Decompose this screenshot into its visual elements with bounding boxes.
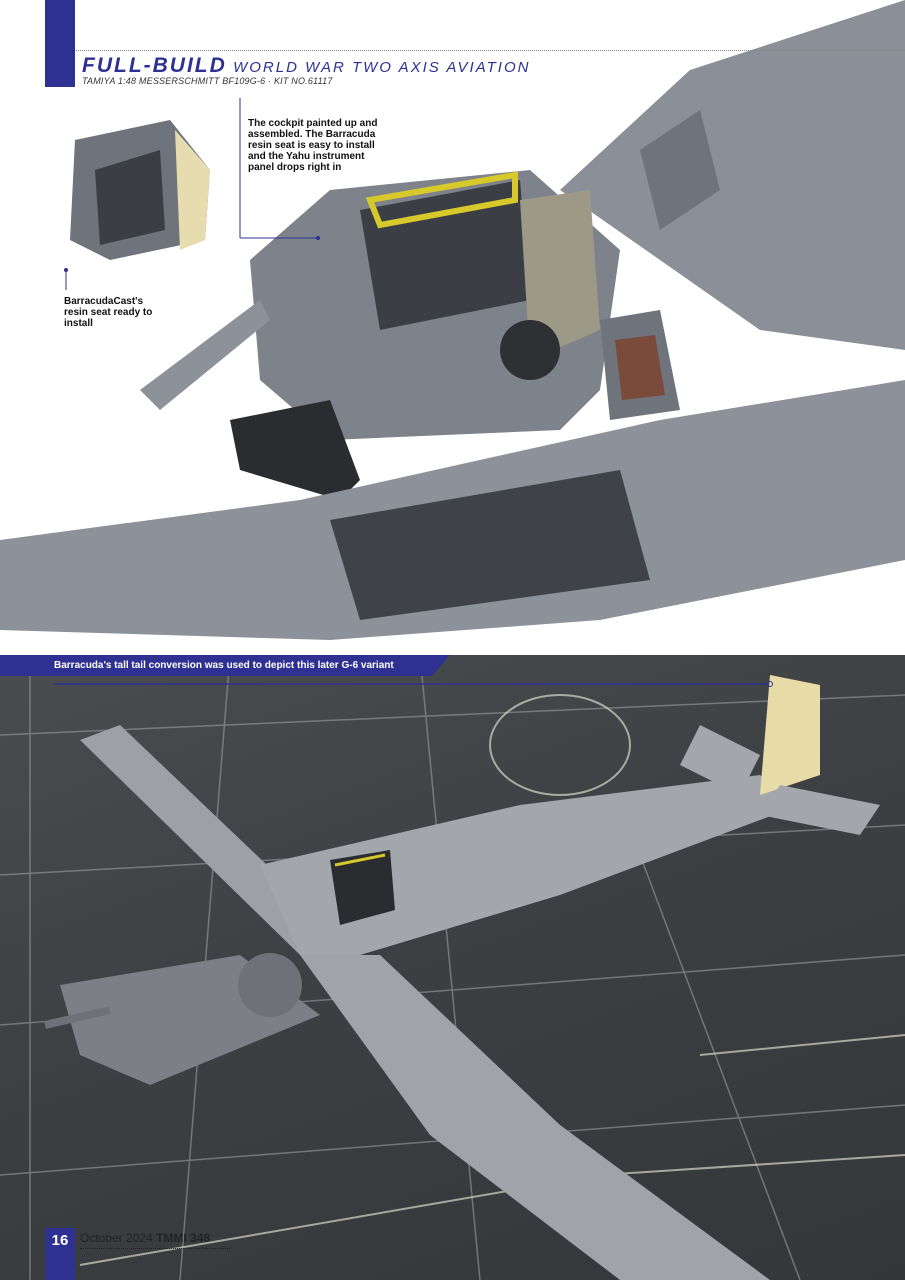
page-number: 16	[45, 1228, 75, 1280]
cockpit-photo-illustration	[0, 0, 905, 640]
category-label: WORLD WAR TWO AXIS AVIATION	[233, 59, 531, 76]
caption-banner: Barracuda's tall tail conversion was use…	[0, 655, 450, 676]
section-marker-bar	[45, 0, 75, 87]
cockpit-photo	[0, 0, 905, 640]
header-divider	[76, 50, 905, 51]
section-label: FULL-BUILD	[82, 54, 227, 77]
caption-leader-line	[54, 681, 773, 687]
aircraft-photo-illustration	[0, 654, 905, 1281]
issue-date: October 2024	[80, 1231, 153, 1245]
issue-number: TMMI 348	[156, 1231, 211, 1245]
aircraft-photo	[0, 654, 905, 1281]
issue-info: October 2024 TMMI 348	[80, 1231, 230, 1249]
page-title: FULL-BUILD WORLD WAR TWO AXIS AVIATION	[82, 54, 530, 78]
kit-info: TAMIYA 1:48 MESSERSCHMITT BF109G-6 · KIT…	[82, 76, 333, 86]
caption-seat: BarracudaCast's resin seat ready to inst…	[64, 296, 153, 329]
caption-cockpit: The cockpit painted up and assembled. Th…	[248, 118, 378, 173]
caption-tail: Barracuda's tall tail conversion was use…	[54, 660, 394, 671]
